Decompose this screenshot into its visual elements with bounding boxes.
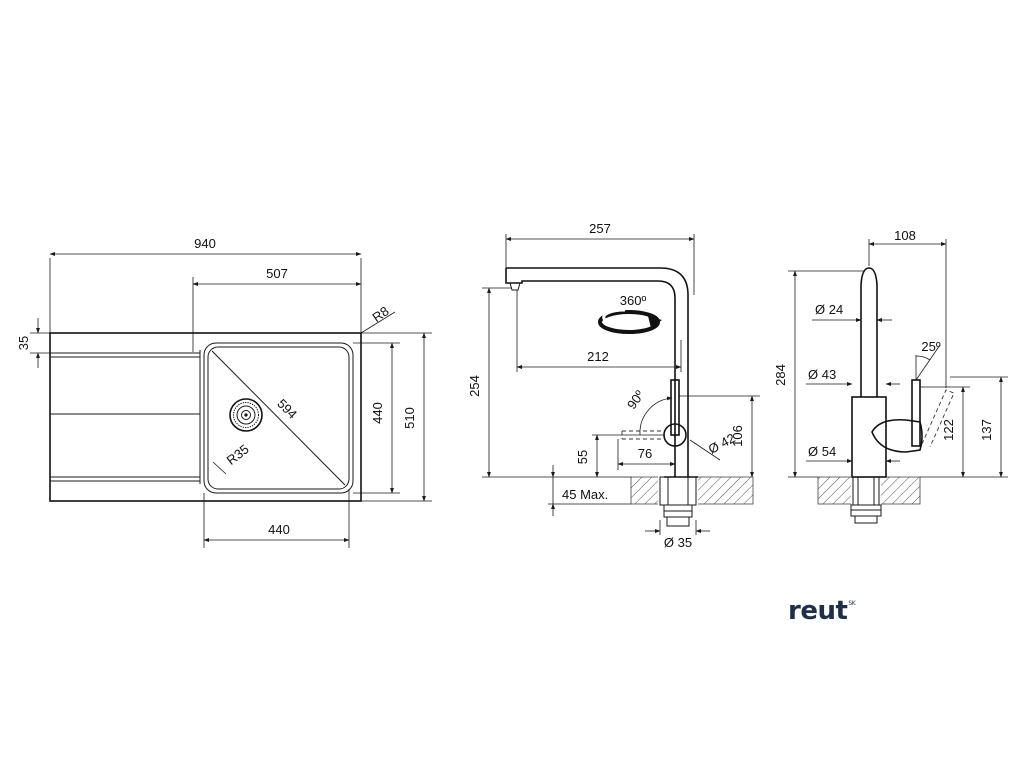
dim-label-lever-tilt: 25º [921,339,940,354]
dim-label-bowl-radius: R35 [224,441,252,468]
dim-label-edge-thickness: 35 [16,336,31,350]
faucet-spout [505,267,689,477]
dim-label-base-diameter-front: Ø 54 [808,444,836,459]
dim-label-total-height: 284 [773,364,788,386]
dim-label-spout-diameter: Ø 24 [815,302,843,317]
faucet-side-view: 257 360º 212 254 90º Ø 42 106 55 76 [467,221,760,550]
r35-leader [212,461,227,475]
dim-label-lever-height: 106 [730,425,745,447]
r8-leader [360,311,396,334]
dim-label-lever-reach: 76 [638,446,652,461]
faucet-body-front [851,396,887,478]
dim-label-hole-diameter: Ø 35 [664,535,692,550]
dim-label-body-height: 137 [979,419,994,441]
dim-label-total-reach: 257 [589,221,611,236]
dim-label-spout-reach: 212 [587,349,609,364]
bowl-diagonal-line [211,350,346,486]
lever-stem [670,379,680,436]
drain-icon [229,398,263,432]
dim-label-countertop-max: 45 Max. [562,487,608,502]
dim-label-lever-height-front: 122 [941,419,956,441]
brand-logo: reutSK [788,596,856,626]
dim-label-bowl-width: 440 [268,522,290,537]
dim-label-base-height: 55 [575,450,590,464]
dim-label-bowl-depth: 440 [370,402,385,424]
dim-label-drainer-to-edge: 507 [266,266,288,281]
logo-superscript: SK [848,600,856,607]
dim-label-body-diameter: Ø 43 [808,367,836,382]
dia42-leader [689,439,721,461]
bowl-inner [207,346,350,490]
logo-text: reut [788,596,848,626]
dim-label-overall-width: 940 [194,236,216,251]
dim-label-height: 254 [467,375,482,397]
dim-label-overall-depth: 510 [402,407,417,429]
dim-label-rotation: 360º [620,293,647,308]
rotation-360-icon [598,308,662,334]
faucet-spout-front [860,267,878,397]
dim-label-lever-angle: 90º [624,387,647,412]
lever-tilt-dashed [921,389,955,448]
bowl-outer [203,342,354,494]
dim-label-corner-radius: R8 [369,303,391,325]
lever-arc [639,396,673,436]
sink-top-view: 940 507 R8 35 440 510 594 R35 440 [16,236,432,548]
dim-label-spout-offset: 108 [894,228,916,243]
aerator [509,282,521,291]
lever-front [871,418,923,453]
sink-outline [49,332,362,502]
faucet-front-view: 108 Ø 24 Ø 43 284 25º Ø 54 122 137 [773,228,1008,524]
lever-stem-front [911,379,921,447]
